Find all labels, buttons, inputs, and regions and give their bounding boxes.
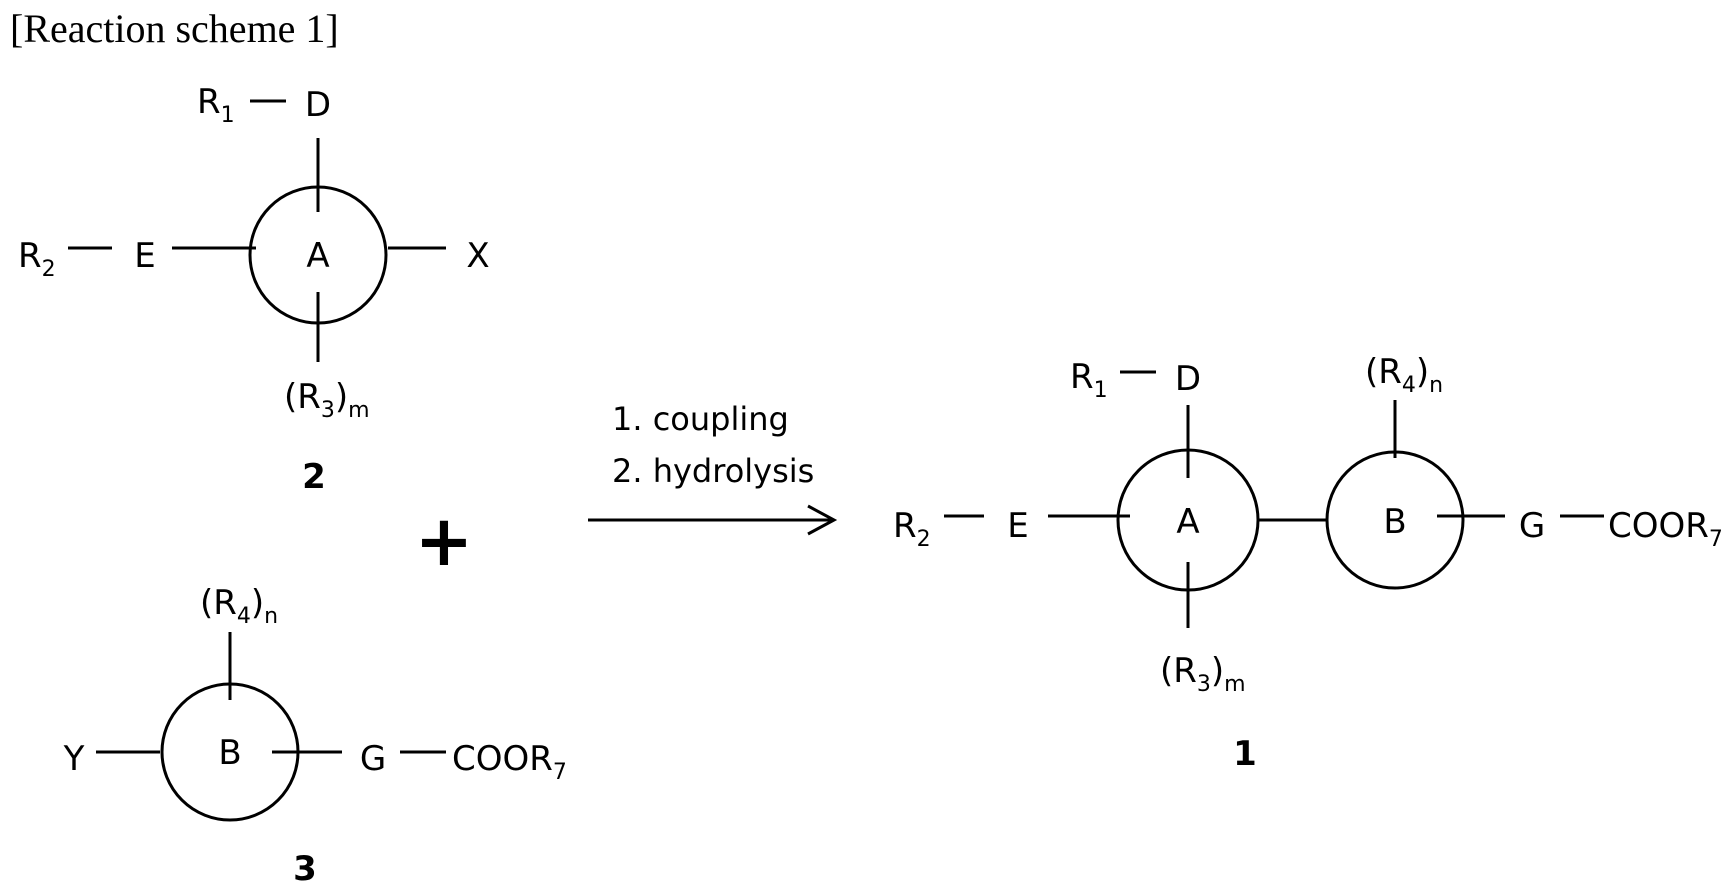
r2-label: R2 [18, 236, 56, 282]
ring-a-label: A [1176, 502, 1199, 542]
d-label: D [305, 85, 331, 125]
ring-b-label: B [218, 733, 241, 773]
e-label: E [134, 236, 155, 276]
scheme-title: [Reaction scheme 1] [10, 6, 339, 51]
g-label: G [360, 739, 386, 779]
condition-step-2: 2. hydrolysis [612, 452, 814, 490]
coor7-label: COOR7 [452, 739, 567, 785]
d-label: D [1175, 359, 1201, 399]
compound-3: B (R4)n Y G COOR7 3 [63, 583, 567, 886]
y-label: Y [63, 739, 85, 779]
r4-label: (R4)n [1365, 352, 1443, 398]
compound-1: A B R1 D R2 E (R3)m (R4)n G COOR7 1 [893, 352, 1723, 774]
compound-2: A R1 D R2 E X (R3)m 2 [18, 82, 490, 497]
r1-label: R1 [1070, 357, 1108, 403]
r3-label: (R3)m [1160, 651, 1246, 697]
r2-label: R2 [893, 506, 931, 552]
ring-b-label: B [1383, 502, 1406, 542]
g-label: G [1519, 506, 1545, 546]
ring-a-label: A [306, 236, 329, 276]
x-label: X [466, 236, 489, 276]
plus-sign: + [415, 500, 474, 582]
r1-label: R1 [197, 82, 235, 128]
compound-1-id: 1 [1233, 734, 1257, 774]
compound-2-id: 2 [302, 457, 326, 497]
e-label: E [1007, 506, 1028, 546]
coor7-label: COOR7 [1608, 506, 1723, 552]
compound-3-id: 3 [293, 849, 317, 886]
reaction-arrow-group: 1. coupling 2. hydrolysis [588, 400, 834, 534]
r4-label: (R4)n [200, 583, 278, 629]
r3-label: (R3)m [284, 377, 370, 423]
condition-step-1: 1. coupling [612, 400, 789, 438]
